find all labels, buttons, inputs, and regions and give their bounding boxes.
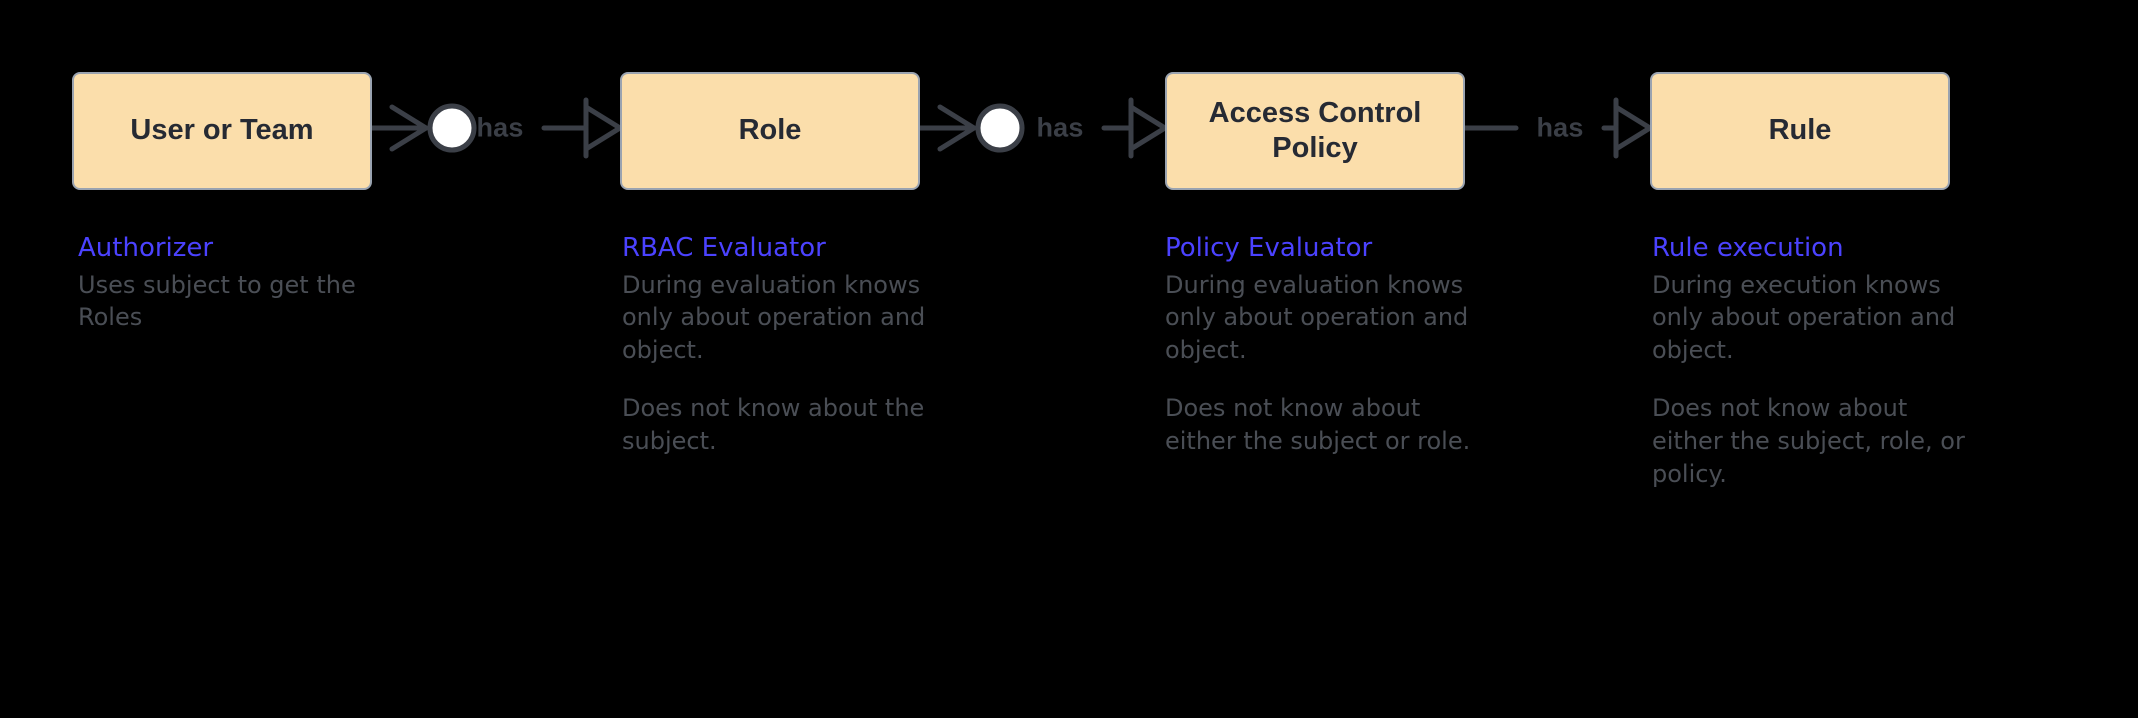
crowsfoot-role-has-policy-target-lower (1128, 125, 1168, 152)
relationship-label-policy-has-rule: has (1536, 112, 1584, 143)
note-title-policy-evaluator: Policy Evaluator (1165, 233, 1373, 263)
note-paragraph-authorizer-1: Uses subject to get the Roles (78, 270, 356, 332)
entity-box-access-control-policy[interactable]: Access Control Policy (1165, 72, 1465, 190)
crowsfoot-user-has-role-target-upper (583, 104, 623, 131)
entity-box-user-or-team[interactable]: User or Team (72, 72, 372, 190)
entity-label-access-control-policy: Access Control Policy (1208, 96, 1422, 164)
entity-label-rule: Rule (1768, 114, 1832, 147)
entity-box-role[interactable]: Role (620, 72, 920, 190)
cardinality-zero-circle-role-has-policy (975, 103, 1025, 153)
entity-label-role: Role (738, 114, 802, 147)
entity-label-user-or-team: User or Team (130, 114, 314, 147)
note-title-authorizer: Authorizer (78, 233, 214, 263)
crowsfoot-policy-has-rule-target-upper (1613, 104, 1653, 131)
crowsfoot-role-has-policy-source-upper (937, 104, 977, 131)
note-paragraph-policy-evaluator-2: Does not know about either the subject o… (1165, 394, 1471, 455)
crowsfoot-user-has-role-source-lower (389, 125, 429, 152)
relationship-label-user-has-role: has (476, 112, 524, 143)
note-paragraph-rule-execution-2: Does not know about either the subject, … (1652, 394, 1965, 488)
note-paragraph-policy-evaluator-1: During evaluation knows only about opera… (1165, 270, 1469, 364)
crowsfoot-role-has-policy-target-upper (1128, 104, 1168, 131)
crowsfoot-policy-has-rule-target-lower (1613, 125, 1653, 152)
cardinality-zero-circle-user-has-role (427, 103, 477, 153)
entity-box-rule[interactable]: Rule (1650, 72, 1950, 190)
crowsfoot-user-has-role-source-upper (389, 104, 429, 131)
note-paragraph-rbac-evaluator-1: During evaluation knows only about opera… (622, 270, 926, 364)
note-title-rule-execution: Rule execution (1652, 233, 1844, 263)
note-title-rbac-evaluator: RBAC Evaluator (622, 233, 826, 263)
note-paragraph-rbac-evaluator-2: Does not know about the subject. (622, 394, 925, 455)
note-paragraph-rule-execution-1: During execution knows only about operat… (1652, 270, 1956, 364)
crowsfoot-role-has-policy-source-lower (937, 125, 977, 152)
relationship-label-role-has-policy: has (1036, 112, 1084, 143)
crowsfoot-user-has-role-target-lower (583, 125, 623, 152)
